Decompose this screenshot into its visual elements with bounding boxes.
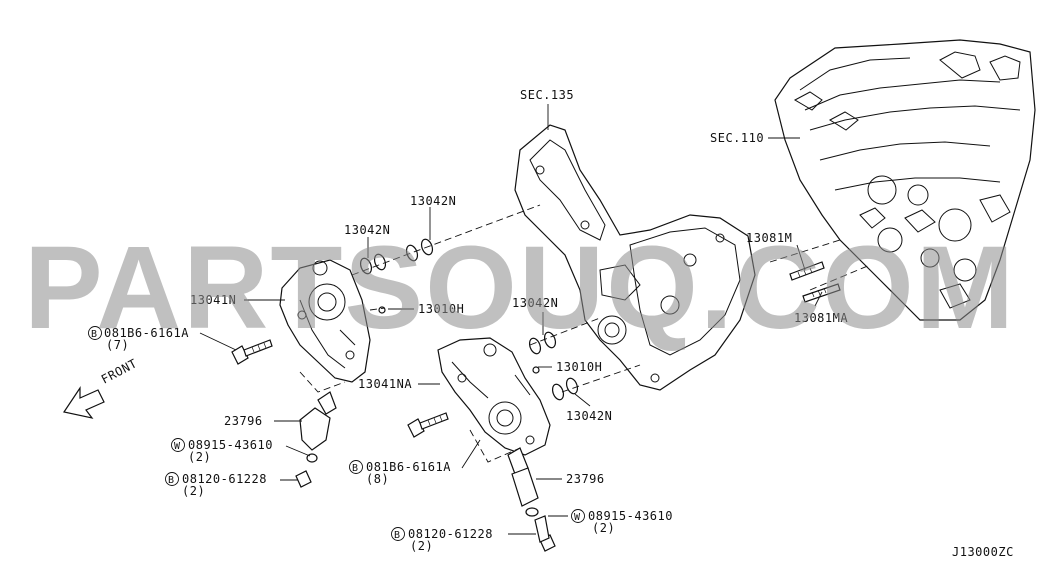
- svg-text:081B6-6161A: 081B6-6161A: [104, 326, 189, 340]
- circle-prefix-w: W: [574, 512, 581, 523]
- front-arrow: FRONT: [63, 356, 140, 419]
- part-label-13081M: 13081M: [746, 231, 792, 245]
- part-label-13010H: 13010H: [556, 360, 602, 374]
- bolts-drawing: [231, 339, 556, 552]
- circle-prefix-b: B: [91, 329, 98, 340]
- part-label-13042N: 13042N: [344, 223, 390, 237]
- circle-prefix-w: W: [174, 441, 181, 452]
- solenoid-valves-drawing: [299, 391, 539, 517]
- front-label: FRONT: [99, 356, 140, 386]
- svg-text:081B6-6161A: 081B6-6161A: [366, 460, 451, 474]
- part-label-23796: 23796: [224, 414, 263, 428]
- svg-text:(2): (2): [182, 484, 205, 498]
- part-label-13041N: 13041N: [190, 293, 236, 307]
- svg-text:(7): (7): [106, 338, 129, 352]
- part-label-08915-43610-b: W 08915-43610 (2): [571, 509, 673, 535]
- cover-13041N-drawing: [279, 259, 371, 383]
- alignment-lines: [299, 204, 871, 463]
- svg-text:08915-43610: 08915-43610: [588, 509, 673, 523]
- part-label-081B6-6161A-8: B 081B6-6161A (8): [349, 460, 451, 486]
- svg-text:(2): (2): [188, 450, 211, 464]
- studs-drawing: [789, 261, 841, 303]
- svg-text:08120-61228: 08120-61228: [408, 527, 493, 541]
- part-label-23796: 23796: [566, 472, 605, 486]
- svg-text:08120-61228: 08120-61228: [182, 472, 267, 486]
- diagram-code: J13000ZC: [952, 545, 1014, 559]
- circle-prefix-b: B: [394, 530, 401, 541]
- part-label-08120-61228-b: B 08120-61228 (2): [391, 527, 493, 553]
- part-label-13081MA: 13081MA: [794, 311, 848, 325]
- part-label-08120-61228-a: B 08120-61228 (2): [165, 472, 267, 498]
- part-label-081B6-6161A-7: B 081B6-6161A (7): [88, 326, 189, 352]
- sec-110-label: SEC.110: [710, 131, 764, 145]
- part-label-13042N: 13042N: [512, 296, 558, 310]
- part-label-13042N: 13042N: [566, 409, 612, 423]
- sec-135-label: SEC.135: [520, 88, 574, 102]
- leader-lines: [199, 104, 823, 535]
- part-label-13042N: 13042N: [410, 194, 456, 208]
- engine-block-drawing: [774, 39, 1036, 321]
- circle-prefix-b: B: [168, 475, 175, 486]
- part-label-08915-43610-a: W 08915-43610 (2): [171, 438, 273, 464]
- rear-timing-cover-drawing: [514, 124, 756, 391]
- part-label-13041NA: 13041NA: [358, 377, 412, 391]
- cover-13041NA-drawing: [437, 337, 551, 456]
- svg-text:08915-43610: 08915-43610: [188, 438, 273, 452]
- part-label-13010H: 13010H: [418, 302, 464, 316]
- circle-prefix-b: B: [352, 463, 359, 474]
- svg-text:(2): (2): [410, 539, 433, 553]
- svg-text:(8): (8): [366, 472, 389, 486]
- svg-text:(2): (2): [592, 521, 615, 535]
